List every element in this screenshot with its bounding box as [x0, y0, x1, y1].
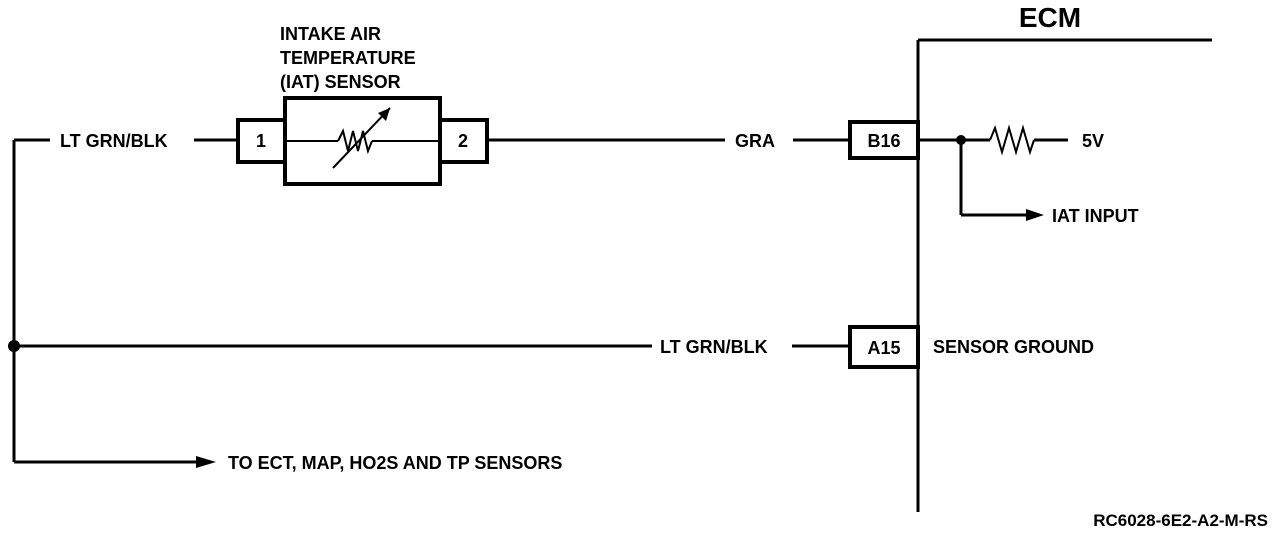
left-bus-wire	[12, 138, 238, 462]
ecm-title: ECM	[1019, 2, 1081, 33]
ecm-iat-input-label: IAT INPUT	[1052, 206, 1139, 226]
iat-input-arrow-icon	[1026, 209, 1044, 221]
wire-label-lt-grn-blk-top: LT GRN/BLK	[60, 131, 168, 151]
sensor-title-line3: (IAT) SENSOR	[280, 72, 401, 92]
pullup-resistor-icon	[989, 124, 1035, 156]
wire-label-gra: GRA	[735, 131, 775, 151]
ground-junction-dot	[8, 340, 20, 352]
variable-arrowhead-icon	[378, 108, 390, 121]
ecm-pin-a15-label: A15	[867, 338, 900, 358]
branch-arrow-icon	[196, 456, 216, 468]
branch-wire	[14, 456, 216, 468]
pullup-circuit	[918, 124, 1068, 221]
ecm-pin-a15-box	[848, 325, 920, 369]
iat-sensor	[236, 96, 489, 186]
ecm-sensor-ground-label: SENSOR GROUND	[933, 337, 1094, 357]
ground-wire	[8, 340, 850, 352]
sensor-pin2-label: 2	[458, 131, 468, 151]
figure-code: RC6028-6E2-A2-M-RS	[1093, 511, 1268, 530]
ecm-5v-label: 5V	[1082, 131, 1104, 151]
variable-arrow-icon	[332, 107, 391, 169]
sensor-pin2-box	[438, 118, 489, 164]
sensor-title-line2: TEMPERATURE	[280, 48, 416, 68]
sensor-pin1-label: 1	[256, 131, 266, 151]
ecm-boundary	[916, 38, 1212, 512]
ecm-pin-b16-label: B16	[867, 131, 900, 151]
thermistor-icon	[337, 128, 373, 155]
wire-label-lt-grn-blk-ground: LT GRN/BLK	[660, 337, 768, 357]
branch-label: TO ECT, MAP, HO2S AND TP SENSORS	[228, 453, 562, 473]
sensor-title-line1: INTAKE AIR	[280, 24, 381, 44]
